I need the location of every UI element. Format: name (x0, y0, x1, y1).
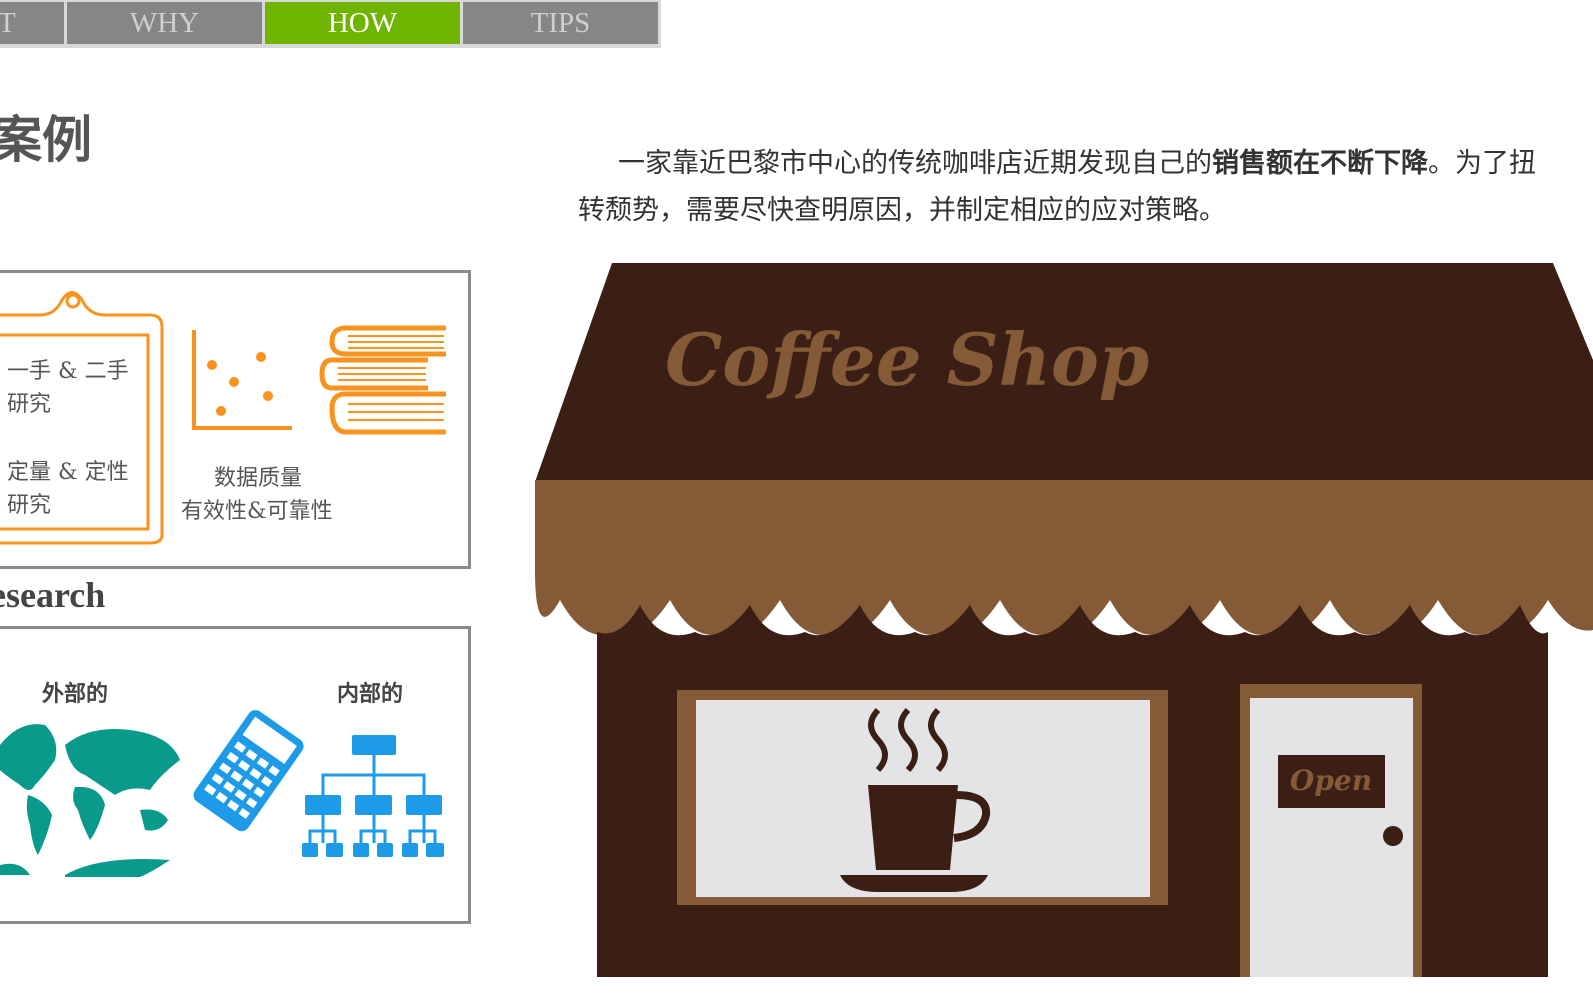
clip-line4: 研究 (7, 493, 52, 518)
intro-part2: 。为了扭转颓势，需要尽快查明原因，并制定相应的应对策略。 (578, 148, 1536, 226)
clip-line2: 研究 (7, 392, 52, 417)
intro-part1: 一家靠近巴黎市中心的传统咖啡店近期发现自己的 (618, 148, 1212, 179)
org-chart-icon (302, 735, 444, 857)
internal-label: 内部的 (337, 681, 404, 707)
coffee-cup-icon (840, 707, 991, 892)
shop-awning (535, 480, 1593, 635)
calculator-icon (193, 710, 304, 832)
tab-what[interactable]: T (0, 2, 64, 44)
tab-why[interactable]: WHY (67, 2, 262, 44)
section-label: esearch (0, 575, 106, 615)
external-label: 外部的 (42, 681, 109, 707)
books-icon (319, 325, 446, 435)
clip-line3: 定量 & 定性 (7, 460, 129, 485)
open-sign (1278, 755, 1385, 808)
nav-tabs: T WHY HOW TIPS (0, 0, 661, 48)
tab-how[interactable]: HOW (265, 2, 460, 44)
coffee-shop-illustration: Open Coffee Shop (535, 263, 1593, 977)
shop-roof (535, 263, 1593, 482)
clipboard-icon (0, 291, 164, 545)
scatter-plot-icon (192, 330, 292, 430)
clip-line1: 一手 & 二手 (7, 359, 129, 384)
page-title: 案例 (0, 110, 92, 169)
intro-bold: 销售额在不断下降 (1212, 148, 1428, 179)
shop-sign: Coffee Shop (665, 317, 1149, 402)
quality-line2: 有效性&可靠性 (181, 499, 333, 524)
tab-tips[interactable]: TIPS (463, 2, 658, 44)
door-knob (1383, 826, 1403, 846)
world-map-icon (0, 724, 180, 877)
open-sign-text: Open (1290, 764, 1372, 797)
intro-text: 一家靠近巴黎市中心的传统咖啡店近期发现自己的销售额在不断下降。为了扭转颓势，需要… (578, 140, 1553, 234)
quality-line1: 数据质量 (214, 466, 303, 491)
